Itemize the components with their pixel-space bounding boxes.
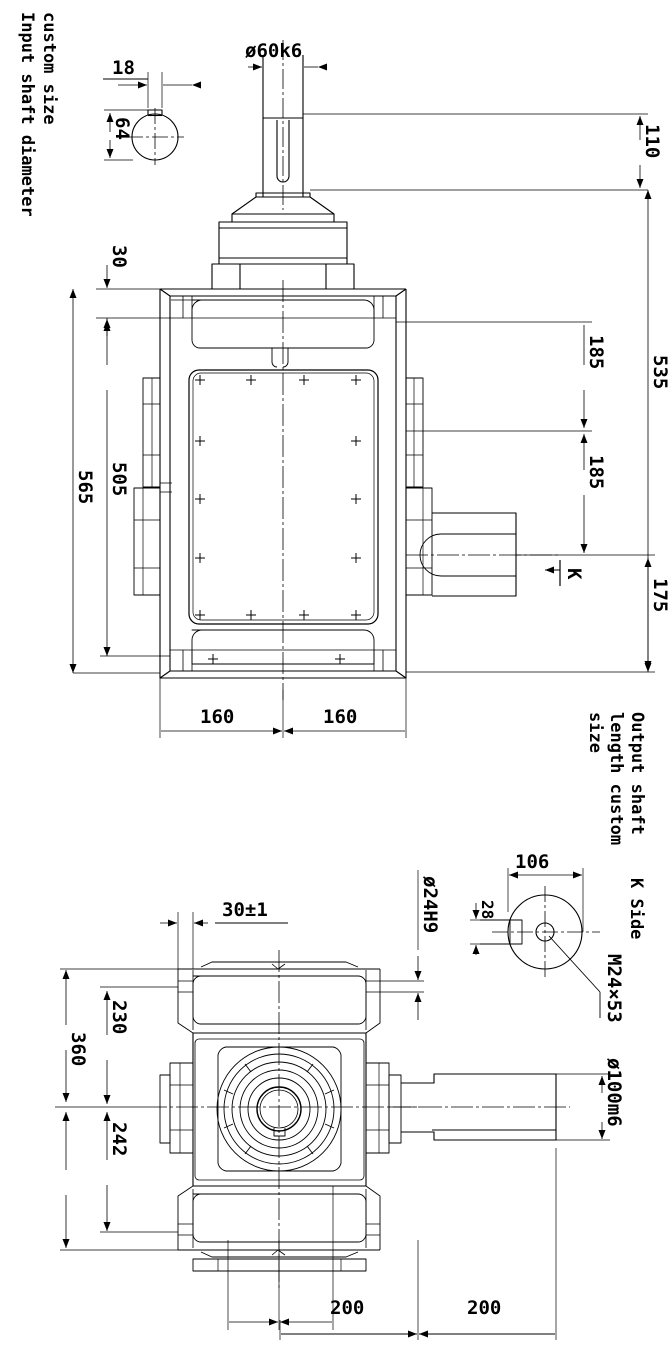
keyway-detail-view: 18 64 (103, 57, 201, 165)
dim-dia-100m6: ø100m6 (603, 1058, 625, 1127)
input-shaft-note-line2: custom size (39, 12, 59, 125)
dim-106: 106 (515, 851, 549, 873)
front-elevation-view: ø60k6 (69, 40, 670, 738)
dim-110: 110 (641, 124, 663, 158)
dim-30: 30 (108, 245, 130, 268)
dim-input-shaft-dia: ø60k6 (245, 40, 302, 62)
dim-keyway-width-18: 18 (112, 57, 135, 79)
dim-230: 230 (108, 1000, 130, 1034)
dim-505: 505 (108, 462, 130, 496)
dim-242: 242 (108, 1122, 130, 1156)
dim-28: 28 (478, 900, 497, 919)
dim-200-right: 200 (467, 1297, 501, 1319)
dim-175: 175 (649, 578, 670, 612)
dim-keyway-depth-64: 64 (111, 117, 133, 140)
k-arrow-label: K (563, 568, 585, 580)
dim-185-upper: 185 (585, 335, 607, 369)
dim-160-left: 160 (200, 706, 234, 728)
dim-160-right: 160 (323, 706, 357, 728)
input-shaft-note-line1: Input shaft diameter (17, 12, 37, 217)
dim-200-left: 200 (330, 1297, 364, 1319)
output-shaft-note-line2: length custom (606, 712, 626, 845)
output-shaft-note-line3: size (585, 712, 605, 753)
output-shaft-note-line1: Output shaft (627, 712, 647, 835)
plan-view: 30±1 ø24H9 230 360 242 ø100m6 (55, 870, 625, 1340)
dim-dia-24h9: ø24H9 (419, 876, 441, 933)
k-side-label: K Side (626, 878, 646, 939)
dim-535: 535 (649, 355, 670, 389)
dim-185-lower: 185 (585, 455, 607, 489)
k-side-detail-view: 106 28 M24×53 K Side (470, 851, 646, 1023)
dim-30-plus-minus-1: 30±1 (222, 899, 268, 921)
thread-callout-m24x53: M24×53 (603, 954, 625, 1023)
dim-565: 565 (74, 470, 96, 504)
dim-360: 360 (67, 1032, 89, 1066)
